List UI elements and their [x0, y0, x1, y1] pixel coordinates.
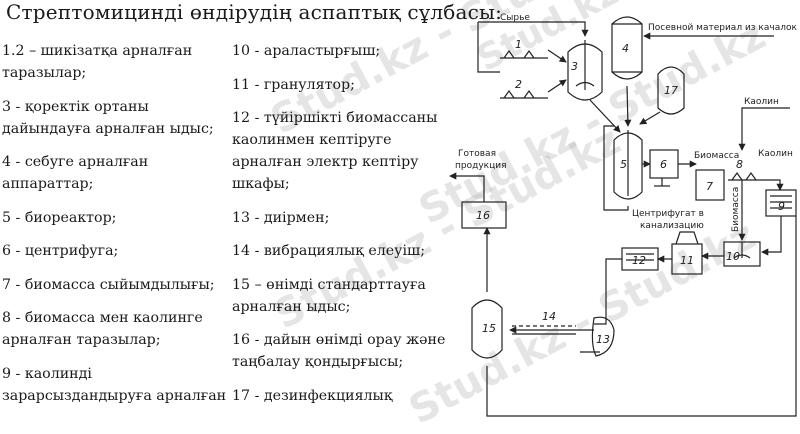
disinfection-tank-17: 17 — [657, 66, 685, 115]
flow-8-to-9 — [760, 179, 784, 191]
number-11: 11 — [680, 254, 694, 267]
mixer-10: 10 — [723, 241, 761, 267]
packaging-unit-16: 16 — [461, 201, 507, 229]
flow-12-to-13 — [594, 258, 622, 325]
standardization-vessel-15: 15 — [471, 299, 503, 359]
legend-item: 16 - дайын өнімді орау және таңбалау қон… — [232, 332, 446, 370]
number-13: 13 — [596, 333, 610, 346]
label-gotovaya-1: Готовая — [458, 149, 496, 159]
return-line — [486, 216, 797, 417]
number-14: 14 — [542, 310, 556, 323]
kaolin-sterilizer-9: 9 — [765, 189, 797, 217]
number-6: 6 — [660, 158, 667, 171]
number-7: 7 — [706, 180, 713, 193]
label-centrifugat-2: канализацию — [640, 221, 704, 231]
number-3: 3 — [571, 60, 578, 73]
label-posevnoy: Посевной материал из качалок — [648, 23, 797, 33]
raw-feed-line — [477, 22, 500, 73]
legend-item: 1.2 – шикізатқа арналған таразылар; — [2, 43, 193, 81]
seed-apparatus-4: 4 — [611, 16, 643, 80]
legend-item: 17 - дезинфекциялық — [232, 387, 393, 404]
legend-item: 7 - биомасса сыйымдылығы; — [2, 276, 215, 293]
label-biomassa-vertical: Биомасса — [731, 187, 741, 232]
dryer-cabinet-12: 12 — [621, 247, 659, 271]
granulator-11: 11 — [671, 231, 703, 275]
legend-left-column: 1.2 – шикізатқа арналған таразылар; 3 - … — [2, 40, 230, 418]
legend-item: 13 - диірмен; — [232, 209, 330, 226]
page-title: Стрептомицинді өндірудің аспаптық сұлбас… — [6, 0, 503, 24]
recycle-line — [603, 125, 629, 211]
legend-item: 14 - вибрациялық елеуіш; — [232, 243, 425, 259]
number-8: 8 — [736, 158, 743, 171]
kaolin-feed-line — [738, 107, 790, 151]
process-flow-diagram: Сырье 1 2 3 4 Посевной материал из качал… — [440, 0, 800, 434]
legend-item: 3 - қоректік ортаны дайындауға арналған … — [2, 98, 214, 137]
vibrating-sieve-14: 14 — [512, 310, 576, 335]
legend-item: 11 - гранулятор; — [232, 76, 355, 93]
legend-item: 12 - түйіршікті биомассаны каолинмен кеп… — [232, 110, 438, 192]
number-2: 2 — [515, 78, 522, 91]
label-gotovaya-2: продукция — [455, 161, 506, 171]
flow-3-to-5 — [589, 99, 621, 133]
scales-1: 1 — [500, 38, 567, 63]
flow-17-to-5 — [639, 111, 661, 125]
scales-2: 2 — [500, 78, 567, 99]
mill-13: 13 — [580, 316, 615, 357]
flow-4-to-5 — [624, 85, 632, 127]
biomass-tank-7: 7 — [695, 169, 725, 201]
legend-right-column: 10 - араластырғыш; 11 - гранулятор; 12 -… — [232, 40, 454, 418]
label-syrye: Сырье — [500, 13, 530, 23]
raw-feed-to-tank — [478, 21, 589, 37]
legend-item: 10 - араластырғыш; — [232, 43, 381, 59]
number-12: 12 — [632, 254, 646, 267]
bioreactor-5: 5 — [613, 130, 643, 200]
legend-item: 4 - себуге арналған аппараттар; — [2, 154, 149, 192]
number-10: 10 — [726, 250, 740, 263]
number-9: 9 — [778, 200, 785, 213]
legend-item: 8 - биомасса мен каолинге арналған тараз… — [2, 310, 203, 348]
scales-8: 8 — [728, 158, 760, 181]
number-17: 17 — [664, 84, 678, 97]
number-5: 5 — [620, 158, 627, 171]
label-centrifugat-1: Центрифугат в — [632, 209, 704, 219]
number-15: 15 — [482, 322, 496, 335]
label-biomassa: Биомасса — [694, 151, 739, 161]
legend-item: 5 - биореактор; — [2, 209, 117, 226]
flow-16-to-output — [449, 172, 485, 202]
legend-item: 6 - центрифуга; — [2, 243, 119, 259]
nutrient-tank-3: 3 — [567, 40, 603, 101]
centrifuge-6: 6 — [649, 149, 679, 187]
number-16: 16 — [476, 209, 490, 222]
flow-9-to-10 — [761, 216, 782, 256]
number-4: 4 — [622, 42, 629, 55]
number-1: 1 — [515, 38, 522, 51]
label-kaolin-top: Каолин — [744, 97, 779, 107]
legend-item: 9 - каолинді зарарсыздандыруға арналған — [2, 365, 227, 404]
label-kaolin: Каолин — [758, 149, 793, 159]
legend-item: 15 – өнімді стандарттауға арналған ыдыс; — [232, 276, 426, 315]
